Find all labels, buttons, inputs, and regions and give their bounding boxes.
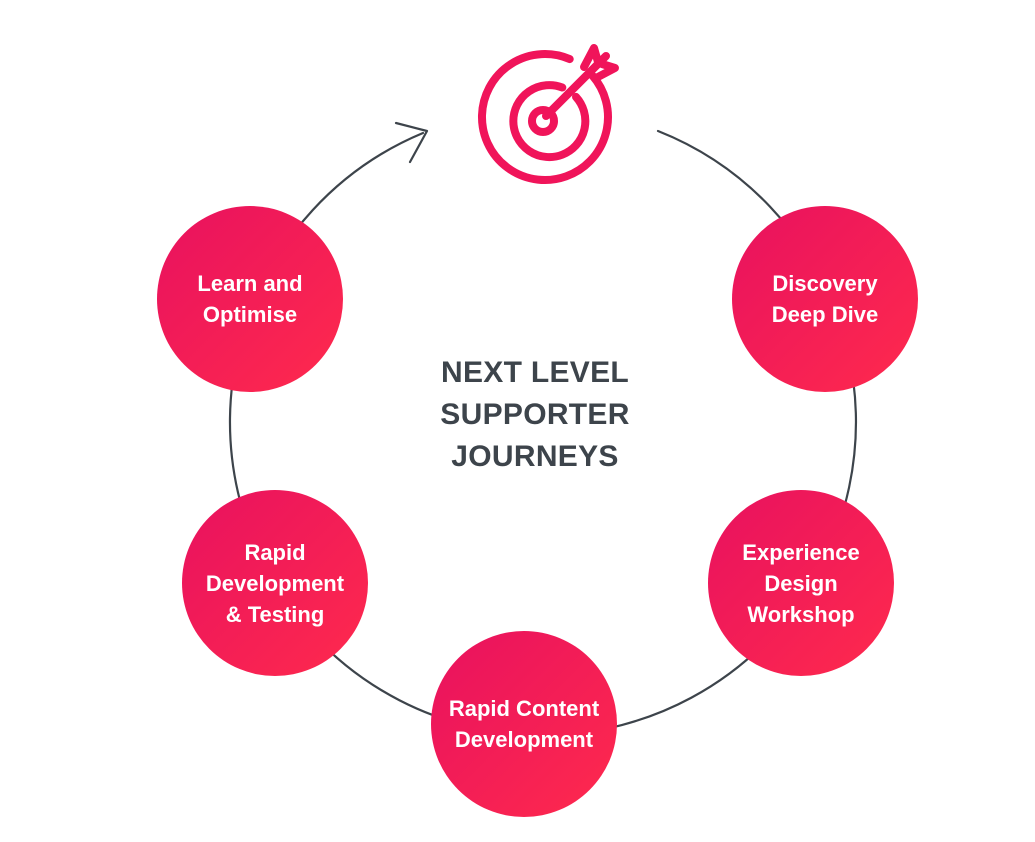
- diagram-title: NEXT LEVEL SUPPORTER JOURNEYS: [385, 352, 685, 478]
- stage-label-line-3: & Testing: [225, 601, 325, 627]
- stage-label-line-2: Development: [454, 727, 594, 752]
- stage-label-line-1: Rapid Content: [448, 696, 600, 721]
- title-line-2: SUPPORTER: [440, 398, 630, 431]
- stage-learn-and-optimise[interactable]: Learn and Optimise: [157, 206, 343, 392]
- target-arrow-icon: [477, 44, 619, 185]
- title-line-1: NEXT LEVEL: [440, 356, 630, 389]
- stage-label-line-1: Learn and: [197, 271, 303, 296]
- stage-label-line-2: Deep Dive: [771, 302, 879, 327]
- cycle-arrowhead-icon: [394, 121, 429, 164]
- stage-label-line-2: Development: [205, 570, 345, 596]
- stage-experience-design-workshop[interactable]: Experience Design Workshop: [708, 490, 894, 676]
- stage-label-line-1: Rapid: [244, 539, 306, 565]
- stage-label-line-1: Discovery: [772, 271, 878, 296]
- stage-label-line-1: Experience: [742, 539, 860, 565]
- stage-label-line-2: Optimise: [202, 302, 298, 327]
- stage-rapid-development-testing[interactable]: Rapid Development & Testing: [182, 490, 368, 676]
- stage-discovery-deep-dive[interactable]: Discovery Deep Dive: [732, 206, 918, 392]
- stage-label-line-2: Design: [764, 570, 838, 596]
- stage-label-line-3: Workshop: [747, 601, 855, 627]
- title-line-3: JOURNEYS: [451, 440, 619, 473]
- stage-rapid-content-development[interactable]: Rapid Content Development: [431, 631, 617, 817]
